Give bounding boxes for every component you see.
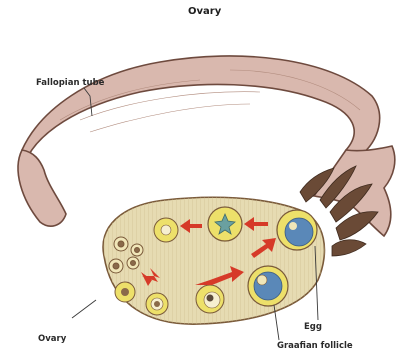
ovulating-follicle: [277, 210, 317, 250]
follicle-3: [196, 285, 224, 313]
follicle-1: [115, 282, 135, 302]
label-egg: Egg: [304, 322, 322, 332]
follicle-2: [146, 293, 168, 315]
graafian-follicle: [248, 266, 288, 306]
fallopian-tube-shape: [22, 56, 380, 175]
label-graafian-follicle: Graafian follicle: [277, 341, 353, 351]
tube-left-end: [18, 150, 66, 226]
label-ovary: Ovary: [38, 334, 66, 344]
regressing-body: [154, 218, 178, 242]
corpus-luteum: [208, 207, 242, 241]
label-fallopian-tube: Fallopian tube: [36, 78, 104, 88]
